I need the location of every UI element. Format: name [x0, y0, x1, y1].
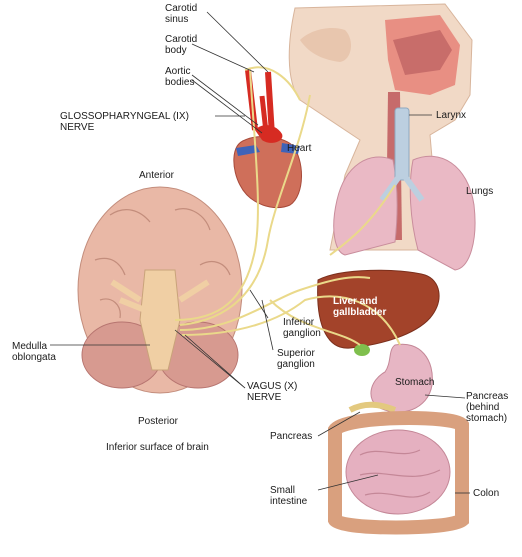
posterior-label: Posterior	[138, 416, 179, 427]
lungs-label: Lungs	[466, 186, 494, 197]
anterior-label: Anterior	[139, 170, 175, 181]
intestines-illustration	[328, 411, 469, 535]
pancreas-label: Pancreas	[270, 431, 313, 442]
pancreas-illustration	[348, 401, 397, 413]
colon-label: Colon	[473, 488, 500, 499]
ear-shape	[300, 28, 352, 62]
heart-illustration	[233, 69, 302, 209]
brain-caption: Inferior surface of brain	[106, 442, 209, 453]
nerve-paths	[174, 66, 401, 346]
lungs-illustration	[333, 107, 476, 271]
trachea	[394, 107, 410, 181]
gallbladder	[354, 344, 370, 356]
larynx-label: Larynx	[436, 110, 467, 121]
glossopharyngeal-nerve-label: GLOSSOPHARYNGEAL (IX)NERVE	[60, 111, 189, 133]
leader-lines	[50, 11, 470, 494]
stomach-label: Stomach	[395, 377, 435, 388]
heart-label: Heart	[287, 143, 312, 154]
vagus-nerve-label: VAGUS (X)NERVE	[247, 381, 298, 403]
brain-illustration	[77, 186, 243, 394]
liver-illustration	[317, 269, 440, 356]
